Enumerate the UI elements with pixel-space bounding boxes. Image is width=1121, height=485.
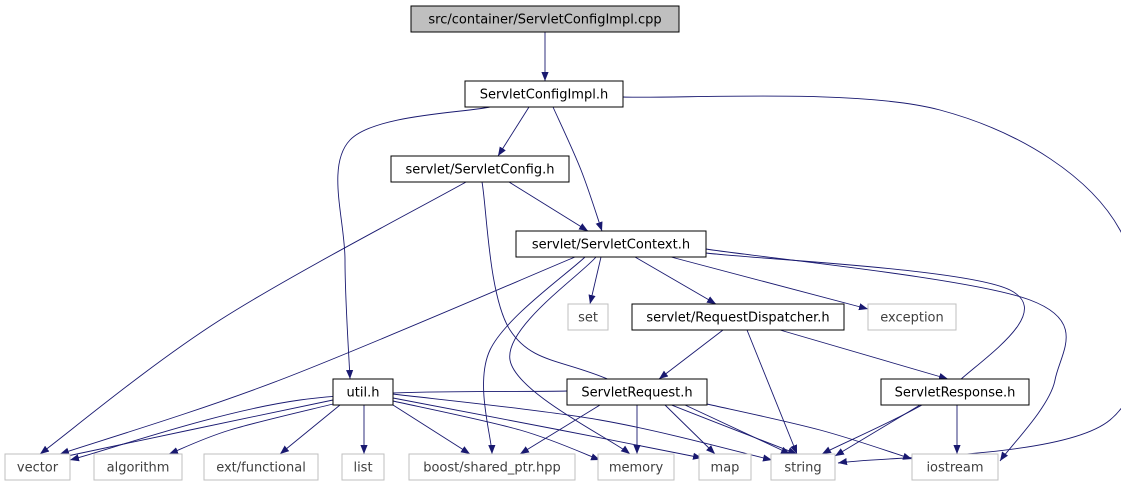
node-label: memory [609, 461, 664, 476]
node-box [567, 303, 609, 331]
edge-context_h-to-exception [670, 256, 869, 311]
edge-context_h-to-vector [59, 256, 576, 455]
node-label: util.h [347, 386, 380, 401]
node-label: exception [880, 311, 944, 326]
node-box [390, 155, 570, 183]
edge-config_h-to-string [481, 181, 798, 455]
node-response-h[interactable]: ServletResponse.h [880, 378, 1030, 406]
edge-util_h-to-memory [392, 400, 601, 461]
node-impl-h[interactable]: ServletConfigImpl.h [464, 80, 624, 108]
nodes-layer: src/container/ServletConfigImpl.cppServl… [4, 5, 1030, 481]
edge-request_h-to-string [684, 404, 791, 455]
node-box [770, 453, 836, 481]
node-box [203, 453, 319, 481]
edge-context_h-to-shared_ptr [483, 256, 586, 455]
edge-context_h-to-dispatcher_h [634, 256, 717, 305]
node-vector: vector [4, 453, 71, 481]
edge-context_h-to-memory [509, 256, 631, 455]
node-context-h[interactable]: servlet/ServletContext.h [515, 230, 707, 258]
node-box [867, 303, 957, 331]
edge-util_h-to-string [392, 393, 773, 462]
node-label: servlet/RequestDispatcher.h [646, 311, 829, 326]
node-label: map [711, 461, 740, 476]
node-box [566, 378, 708, 406]
edge-impl_h-to-config_h [497, 106, 530, 157]
node-box [410, 5, 680, 33]
edge-impl_h-to-string [622, 95, 1121, 466]
edge-util_h-to-vector [57, 399, 334, 460]
edge-request_h-to-shared_ptr [519, 404, 601, 455]
node-request-h[interactable]: ServletRequest.h [566, 378, 708, 406]
edge-impl_h-to-context_h [552, 106, 603, 232]
edge-context_h-to-iostream [705, 248, 1067, 462]
edge-util_h-to-shared_ptr [392, 404, 471, 455]
node-box [880, 378, 1030, 406]
edge-util_h-to-map [392, 397, 703, 460]
node-label: list [353, 461, 372, 476]
edge-request_h-to-map [664, 404, 716, 455]
node-iostream: iostream [911, 453, 999, 481]
edge-dispatcher_h-to-request_h [658, 329, 724, 380]
node-map: map [698, 453, 752, 481]
node-list: list [341, 453, 385, 481]
edge-context_h-to-string [705, 252, 1025, 455]
node-label: iostream [926, 461, 983, 476]
node-box [464, 80, 624, 108]
edges-layer [39, 32, 1121, 466]
node-box [408, 453, 576, 481]
node-label: algorithm [107, 461, 170, 476]
node-label: servlet/ServletConfig.h [406, 163, 555, 178]
node-functional: ext/functional [203, 453, 319, 481]
node-label: ServletConfigImpl.h [480, 88, 608, 103]
edge-response_h-to-string [834, 404, 921, 457]
edge-request_h-to-vector [69, 390, 568, 462]
node-string: string [770, 453, 836, 481]
node-label: servlet/ServletContext.h [532, 238, 690, 253]
node-box [597, 453, 675, 481]
node-set: set [567, 303, 609, 331]
node-box [631, 303, 845, 331]
edge-impl_h-to-util_h [337, 106, 491, 380]
node-label: boost/shared_ptr.hpp [423, 461, 561, 476]
node-box [4, 453, 71, 481]
node-exception: exception [867, 303, 957, 331]
node-label: ServletResponse.h [895, 386, 1016, 401]
node-root[interactable]: src/container/ServletConfigImpl.cpp [410, 5, 680, 33]
node-box [341, 453, 385, 481]
node-algorithm: algorithm [93, 453, 183, 481]
node-label: ServletRequest.h [581, 386, 692, 401]
node-config-h[interactable]: servlet/ServletConfig.h [390, 155, 570, 183]
node-label: string [784, 461, 821, 476]
edge-dispatcher_h-to-string [746, 329, 798, 455]
node-util-h[interactable]: util.h [332, 378, 394, 406]
edge-config_h-to-vector [39, 181, 467, 455]
node-memory: memory [597, 453, 675, 481]
node-label: vector [17, 461, 59, 476]
node-box [911, 453, 999, 481]
node-box [698, 453, 752, 481]
node-dispatcher-h[interactable]: servlet/RequestDispatcher.h [631, 303, 845, 331]
node-label: set [578, 311, 598, 326]
edge-util_h-to-functional [279, 404, 341, 455]
node-box [93, 453, 183, 481]
node-label: ext/functional [216, 461, 306, 476]
edge-dispatcher_h-to-response_h [779, 329, 949, 380]
edge-util_h-to-algorithm [168, 403, 334, 455]
edge-config_h-to-context_h [508, 181, 589, 232]
edge-context_h-to-set [588, 256, 602, 305]
node-box [515, 230, 707, 258]
node-label: src/container/ServletConfigImpl.cpp [428, 13, 661, 28]
edge-request_h-to-iostream [706, 403, 913, 460]
node-box [332, 378, 394, 406]
node-shared-ptr: boost/shared_ptr.hpp [408, 453, 576, 481]
